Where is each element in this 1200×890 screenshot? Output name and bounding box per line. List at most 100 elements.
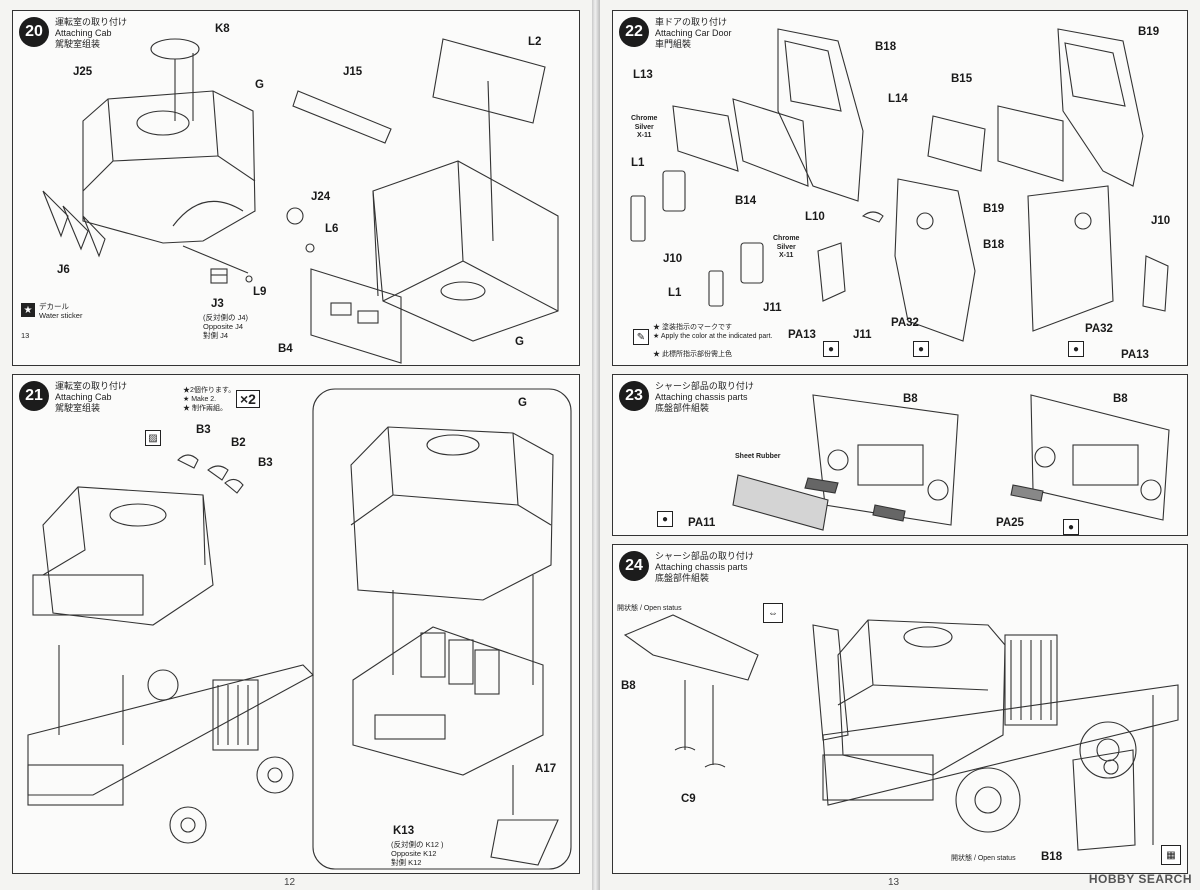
label-c9: C9 bbox=[681, 793, 696, 805]
label-l13: L13 bbox=[633, 69, 653, 81]
step-22-header: 22 車ドアの取り付け Attaching Car Door 車門組裝 bbox=[619, 17, 732, 50]
label-j11-b: J11 bbox=[853, 329, 872, 341]
paint-note-en: ★ Apply the color at the indicated part. bbox=[653, 333, 773, 340]
page-number-right: 13 bbox=[888, 877, 900, 888]
multiplier-badge: ×2 bbox=[236, 390, 260, 408]
label-pa25: PA25 bbox=[996, 517, 1024, 529]
label-b18-b: B18 bbox=[983, 239, 1005, 251]
step-titles: 運転室の取り付け Attaching Cab 駕駛室组装 bbox=[55, 381, 127, 414]
legend-en: Water sticker bbox=[39, 311, 83, 320]
paint-drop-icon: ● bbox=[657, 511, 673, 527]
label-g: G bbox=[518, 397, 527, 409]
label-j3: J3 bbox=[211, 298, 224, 310]
decal-star-icon: ★ bbox=[21, 303, 35, 317]
step-20-panel: 20 運転室の取り付け Attaching Cab 駕駛室组装 bbox=[12, 10, 580, 366]
step-20-header: 20 運転室の取り付け Attaching Cab 駕駛室组装 bbox=[19, 17, 127, 50]
step-number: 20 bbox=[19, 17, 49, 47]
step-24-header: 24 シャーシ部品の取り付け Attaching chassis parts 底… bbox=[619, 551, 754, 584]
label-g: G bbox=[255, 79, 264, 91]
step-number: 21 bbox=[19, 381, 49, 411]
make-jp: ★2個作ります。 bbox=[183, 387, 236, 394]
step-titles: シャーシ部品の取り付け Attaching chassis parts 底盤部件… bbox=[655, 381, 754, 414]
no-glue-icon: ▨ bbox=[145, 430, 161, 446]
step-titles: シャーシ部品の取り付け Attaching chassis parts 底盤部件… bbox=[655, 551, 754, 584]
title-cn: 駕駛室组装 bbox=[55, 403, 101, 413]
note-cn: 對側 J4 bbox=[203, 331, 229, 340]
title-en: Attaching Cab bbox=[55, 28, 112, 38]
step-titles: 運転室の取り付け Attaching Cab 駕駛室组装 bbox=[55, 17, 127, 50]
step-22-diagram bbox=[630, 28, 1169, 342]
decal-number: 13 bbox=[21, 331, 30, 340]
note-en: Opposite J4 bbox=[203, 322, 244, 331]
step-number: 24 bbox=[619, 551, 649, 581]
title-en: Attaching Car Door bbox=[655, 28, 732, 38]
open-status-bottom: 開状態 / Open status bbox=[951, 855, 1016, 862]
label-j10-l: J10 bbox=[663, 253, 683, 265]
step-23-header: 23 シャーシ部品の取り付け Attaching chassis parts 底… bbox=[619, 381, 754, 414]
title-cn: 車門組裝 bbox=[655, 39, 692, 49]
make-en: ★ Make 2. bbox=[183, 396, 217, 403]
paint-brush-icon: ✎ bbox=[633, 329, 649, 345]
title-jp: 運転室の取り付け bbox=[55, 17, 128, 27]
page-gutter bbox=[592, 0, 600, 890]
title-en: Attaching chassis parts bbox=[655, 562, 748, 572]
label-pa32-a: PA32 bbox=[891, 317, 919, 329]
step-number: 23 bbox=[619, 381, 649, 411]
label-l1-b: L1 bbox=[668, 287, 682, 299]
step-21-header: 21 運転室の取り付け Attaching Cab 駕駛室组装 bbox=[19, 381, 127, 414]
label-j10-r: J10 bbox=[1151, 215, 1171, 227]
label-j6: J6 bbox=[57, 264, 70, 276]
title-en: Attaching Cab bbox=[55, 392, 112, 402]
step-21-panel: 21 運転室の取り付け Attaching Cab 駕駛室组装 ★2個作ります。… bbox=[12, 374, 580, 874]
title-en: Attaching chassis parts bbox=[655, 392, 748, 402]
label-j11-a: J11 bbox=[763, 302, 782, 314]
label-l9: L9 bbox=[253, 286, 267, 298]
checker-icon: ▦ bbox=[1161, 845, 1181, 865]
title-cn: 駕駛室组装 bbox=[55, 39, 101, 49]
paint-note-cn: ★ 此標所指示部份需上色 bbox=[653, 351, 732, 358]
label-b15: B15 bbox=[951, 73, 973, 85]
label-b8-b: B8 bbox=[1113, 393, 1128, 405]
title-cn: 底盤部件組裝 bbox=[655, 403, 710, 413]
step-23-panel: 23 シャーシ部品の取り付け Attaching chassis parts 底… bbox=[612, 374, 1188, 536]
label-l1-a: L1 bbox=[631, 157, 645, 169]
step-22-panel: 22 車ドアの取り付け Attaching Car Door 車門組裝 bbox=[612, 10, 1188, 366]
make-cn: ★ 制作兩組。 bbox=[183, 405, 227, 412]
page-number-left: 12 bbox=[284, 877, 296, 888]
paint-callout-2: Chrome Silver X-11 bbox=[773, 235, 800, 259]
note-jp: (反対側の J4) bbox=[203, 313, 248, 322]
label-g-shell: G bbox=[515, 336, 524, 348]
label-b18: B18 bbox=[1041, 851, 1063, 863]
step-titles: 車ドアの取り付け Attaching Car Door 車門組裝 bbox=[655, 17, 732, 50]
note-cn: 對側 K12 bbox=[391, 858, 422, 867]
label-b19-a: B19 bbox=[1138, 26, 1160, 38]
step-24-panel: 24 シャーシ部品の取り付け Attaching chassis parts 底… bbox=[612, 544, 1188, 874]
title-jp: シャーシ部品の取り付け bbox=[655, 551, 754, 561]
title-jp: 運転室の取り付け bbox=[55, 381, 128, 391]
label-b8-a: B8 bbox=[903, 393, 918, 405]
label-j15: J15 bbox=[343, 66, 363, 78]
label-k13: K13 bbox=[393, 825, 415, 837]
label-b3-b: B3 bbox=[258, 457, 273, 469]
step-24-diagram bbox=[623, 614, 1179, 851]
paint-drop-icon: ● bbox=[1063, 519, 1079, 535]
label-l6: L6 bbox=[325, 223, 339, 235]
watermark: HOBBY SEARCH bbox=[1088, 872, 1192, 886]
note-jp: (反対側の K12 ) bbox=[391, 840, 444, 849]
label-b19-b: B19 bbox=[983, 203, 1005, 215]
label-b2: B2 bbox=[231, 437, 246, 449]
label-b18-a: B18 bbox=[875, 41, 897, 53]
title-jp: シャーシ部品の取り付け bbox=[655, 381, 754, 391]
step-20-diagram bbox=[42, 38, 559, 364]
label-j25: J25 bbox=[73, 66, 93, 78]
label-pa32-b: PA32 bbox=[1085, 323, 1113, 335]
step-number: 22 bbox=[619, 17, 649, 47]
label-pa11: PA11 bbox=[688, 517, 716, 529]
open-status-top: 開状態 / Open status bbox=[617, 605, 682, 612]
paint-callout-1: Chrome Silver X-11 bbox=[631, 115, 658, 139]
label-j24: J24 bbox=[311, 191, 331, 203]
label-l2: L2 bbox=[528, 36, 542, 48]
label-pa13-b: PA13 bbox=[1121, 349, 1149, 361]
label-sheet-rubber: Sheet Rubber bbox=[735, 453, 781, 460]
label-b14: B14 bbox=[735, 195, 757, 207]
